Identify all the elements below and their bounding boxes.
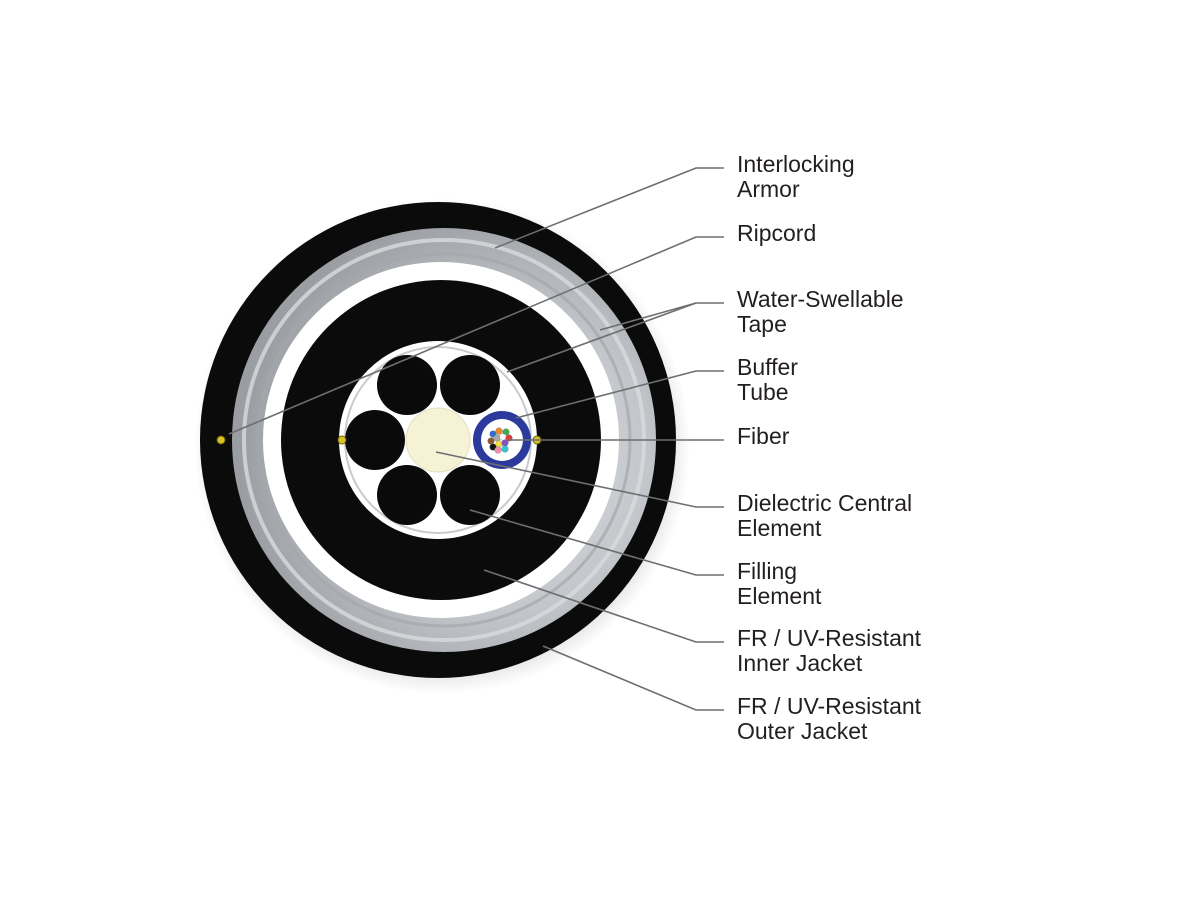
fiber (493, 434, 501, 442)
fiber (495, 440, 503, 448)
filling-element (440, 355, 500, 415)
label-line: Buffer (737, 354, 798, 380)
leader-line-tape-inner (506, 302, 697, 373)
label-interlocking-armor: Interlocking Armor (737, 152, 855, 202)
label-line: Element (737, 583, 822, 609)
leader-line-interlocking-armor (494, 167, 724, 249)
label-line: Tube (737, 379, 789, 405)
leader-line-dielectric-central-element (435, 451, 724, 508)
label-line: Water-Swellable (737, 286, 904, 312)
fiber (487, 437, 495, 445)
ripcord (216, 435, 226, 445)
fiber (501, 439, 509, 447)
leader-line-buffer-tube (515, 370, 724, 419)
leader-line-ripcord (228, 236, 724, 435)
leader-line-inner-jacket (483, 569, 724, 643)
fiber (494, 446, 502, 454)
leader-line-outer-jacket (542, 645, 724, 711)
fiber-bundle (487, 427, 513, 454)
label-water-swellable-tape: Water-Swellable Tape (737, 287, 904, 337)
label-buffer-tube: Buffer Tube (737, 355, 798, 405)
label-line: Outer Jacket (737, 718, 868, 744)
label-line: Tape (737, 311, 787, 337)
dielectric-central-element (405, 407, 471, 473)
label-line: Armor (737, 176, 800, 202)
label-filling-element: Filling Element (737, 559, 821, 609)
filling-element (345, 410, 405, 470)
label-fiber: Fiber (737, 424, 789, 449)
label-line: Fiber (737, 423, 790, 449)
label-inner-jacket: FR / UV-Resistant Inner Jacket (737, 626, 921, 676)
filling-element (377, 355, 437, 415)
filling-element (377, 465, 437, 525)
label-line: Filling (737, 558, 798, 584)
ripcord (337, 435, 347, 445)
label-line: FR / UV-Resistant (737, 625, 922, 651)
label-outer-jacket: FR / UV-Resistant Outer Jacket (737, 694, 921, 744)
filling-element (440, 465, 500, 525)
fiber (501, 445, 509, 453)
label-line: Element (737, 515, 822, 541)
label-ripcord: Ripcord (737, 221, 816, 246)
label-line: FR / UV-Resistant (737, 693, 922, 719)
label-line: Dielectric Central (737, 490, 913, 516)
label-line: Ripcord (737, 220, 817, 246)
label-dielectric-central-element: Dielectric Central Element (737, 491, 912, 541)
label-line: Interlocking (737, 151, 855, 177)
fiber (495, 427, 503, 435)
label-line: Inner Jacket (737, 650, 863, 676)
leader-line-filling-element (469, 509, 724, 576)
fiber (499, 433, 507, 441)
